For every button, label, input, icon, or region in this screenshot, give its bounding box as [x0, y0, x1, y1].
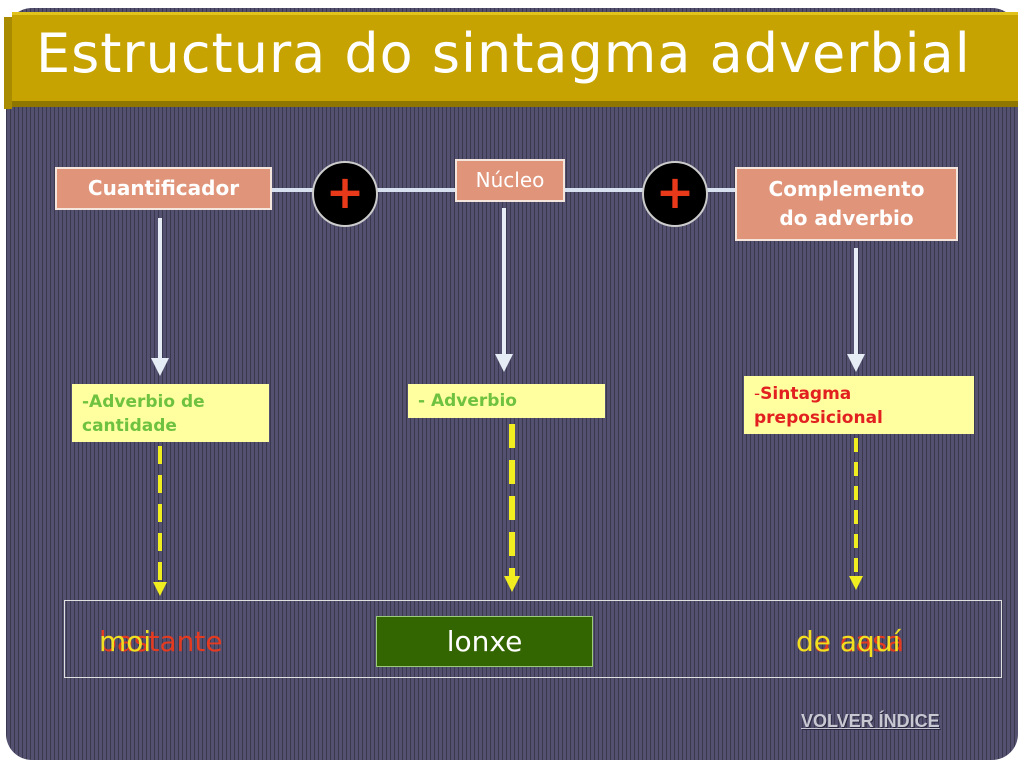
- title-bar-bevel: [4, 17, 12, 109]
- complement-type-dash: -: [754, 384, 761, 404]
- dashed-arrowhead-complement: [849, 576, 863, 590]
- dashed-arrowhead-quantifier: [153, 582, 167, 596]
- quantifier-example-a: bastante: [99, 625, 223, 658]
- examples-panel: [64, 600, 1002, 678]
- plus-icon-right: +: [642, 161, 708, 227]
- quantifier-label: Cuantificador: [87, 176, 240, 200]
- quantifier-example-b: moi: [99, 625, 152, 658]
- arrowhead-quantifier: [151, 358, 169, 376]
- nucleus-type-label: - Adverbio: [418, 391, 517, 411]
- quantifier-type-line1: -Adverbio de: [82, 392, 205, 412]
- quantifier-box: Cuantificador: [55, 167, 272, 210]
- quantifier-type-line2: cantidade: [82, 416, 177, 436]
- arrowhead-nucleus: [495, 354, 513, 372]
- dashed-arrowhead-nucleus: [504, 576, 520, 592]
- complement-box: Complemento do adverbio: [735, 167, 958, 241]
- complement-example: da casa de aquí: [796, 625, 904, 659]
- complement-label-line2: do adverbio: [779, 206, 914, 230]
- nucleus-box: Núcleo: [455, 159, 565, 202]
- quantifier-example: bastante moi: [99, 625, 223, 659]
- complement-example-b: de aquí: [796, 625, 901, 658]
- complement-type-line2: preposicional: [754, 408, 883, 428]
- complement-label-line1: Complemento: [768, 177, 925, 201]
- title-bar: [4, 12, 1018, 109]
- nucleus-type-box: - Adverbio: [408, 384, 605, 418]
- quantifier-type-box: -Adverbio de cantidade: [72, 384, 269, 442]
- nucleus-label: Núcleo: [475, 168, 545, 192]
- plus-icon-left: +: [312, 161, 378, 227]
- complement-type-line1: Sintagma: [760, 384, 852, 404]
- arrowhead-complement: [847, 354, 865, 372]
- nucleus-example-box: lonxe: [376, 616, 593, 667]
- complement-type-box: -Sintagma preposicional: [744, 376, 974, 434]
- complement-example-a: da casa: [796, 625, 905, 658]
- nucleus-example: lonxe: [446, 625, 523, 658]
- back-to-index-link[interactable]: VOLVER ÍNDICE: [801, 711, 940, 731]
- page-title: Estructura do sintagma adverbial: [36, 22, 971, 85]
